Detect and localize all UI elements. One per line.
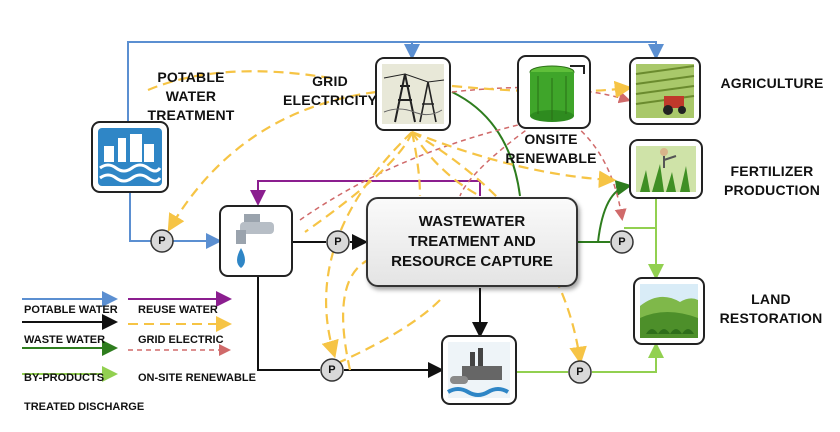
by-products-lines [451, 91, 632, 243]
crop-spraying-icon [629, 139, 703, 199]
water-plant-icon [91, 121, 169, 193]
tractor-field-icon [629, 57, 701, 125]
green-landscape-icon [633, 277, 705, 345]
pump-label: P [576, 366, 584, 378]
potable-water-lines [127, 41, 664, 249]
pump-label: P [158, 235, 166, 247]
legend-swatches [22, 291, 232, 382]
outfall-plant-icon [441, 335, 517, 405]
legend-potable-water: POTABLE WATER [24, 304, 118, 316]
wastewater-treatment-box: WASTEWATER TREATMENT AND RESOURCE CAPTUR… [366, 197, 578, 287]
power-tower-icon [375, 57, 451, 131]
grid-electricity-label: GRID ELECTRICITY [283, 73, 377, 108]
fertilizer-production-label: FERTILIZER PRODUCTION [723, 163, 821, 198]
legend-grid-electric: GRID ELECTRIC [138, 334, 224, 346]
waste-water-lines [257, 234, 488, 378]
legend-by-products: BY-PRODUCTS [24, 372, 105, 384]
pump-label: P [328, 364, 336, 376]
onsite-renewable-label: ONSITE RENEWABLE [505, 131, 597, 166]
legend-treated-discharge: TREATED DISCHARGE [24, 401, 145, 413]
wastewater-treatment-label: WASTEWATER TREATMENT AND RESOURCE CAPTUR… [391, 213, 553, 270]
land-restoration-label: LAND RESTORATION [719, 291, 823, 326]
potable-water-treatment-label: POTABLE WATER TREATMENT [147, 69, 235, 123]
agriculture-label: AGRICULTURE [720, 75, 824, 91]
pump-label: P [334, 236, 342, 248]
legend-reuse-water: REUSE WATER [138, 304, 218, 316]
biogas-tank-icon [517, 55, 591, 129]
onsite-renewable-lines [299, 86, 631, 221]
grid-electric-lines [147, 70, 633, 371]
legend-waste-water: WASTE WATER [24, 334, 106, 346]
legend-onsite-renewable: ON-SITE RENEWABLE [138, 372, 256, 384]
pump-label: P [618, 236, 626, 248]
treated-discharge-lines [516, 196, 664, 373]
water-tap-icon [219, 205, 293, 277]
pump-nodes [150, 229, 634, 384]
